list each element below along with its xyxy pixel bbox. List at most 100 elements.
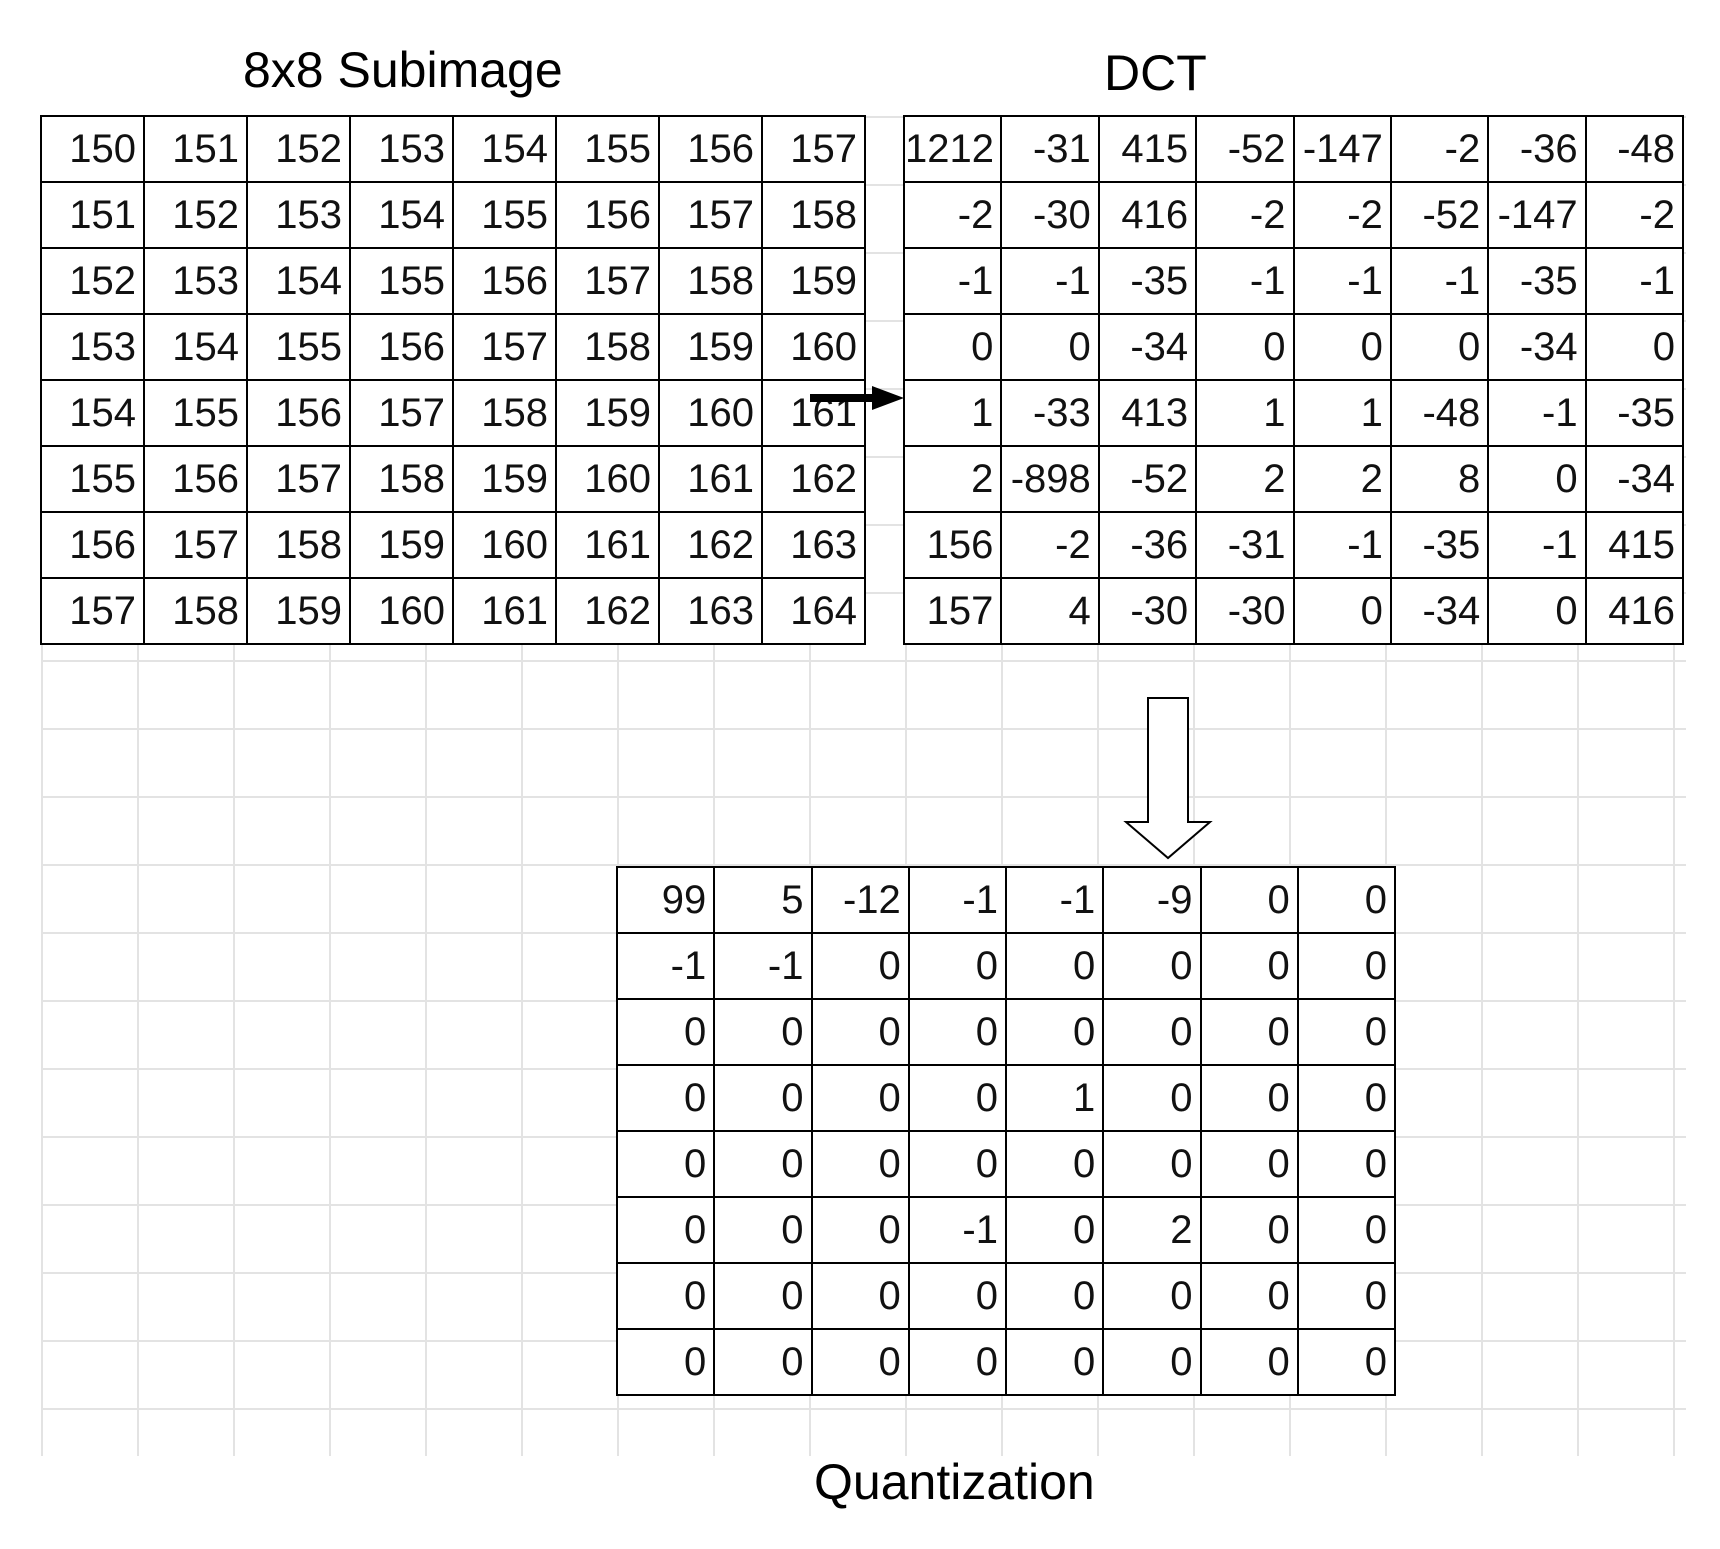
- matrix-cell: 0: [713, 998, 813, 1066]
- matrix-cell: -48: [1389, 379, 1490, 447]
- matrix-cell: 0: [1389, 313, 1490, 381]
- matrix-cell: -898: [1000, 445, 1100, 513]
- matrix-cell: 415: [1584, 511, 1685, 579]
- matrix-cell: -1: [1292, 247, 1392, 315]
- matrix-cell: -34: [1487, 313, 1587, 381]
- matrix-cell: 0: [1004, 1130, 1105, 1198]
- subimage-title: 8x8 Subimage: [243, 42, 563, 98]
- matrix-cell: 154: [246, 247, 351, 315]
- matrix-cell: 0: [1487, 445, 1587, 513]
- matrix-cell: -52: [1195, 115, 1295, 183]
- matrix-cell: 157: [246, 445, 351, 513]
- matrix-cell: 0: [1296, 866, 1397, 934]
- matrix-cell: 154: [143, 313, 248, 381]
- matrix-cell: 156: [902, 511, 1003, 579]
- matrix-row: -1-1-35-1-1-1-35-1: [902, 247, 1685, 315]
- matrix-cell: 2: [902, 445, 1003, 513]
- right-arrow-icon: [810, 386, 904, 410]
- matrix-cell: 159: [349, 511, 454, 579]
- matrix-cell: 0: [907, 932, 1008, 1000]
- matrix-cell: 0: [1195, 313, 1295, 381]
- matrix-cell: 0: [1102, 998, 1202, 1066]
- matrix-cell: -1: [1004, 866, 1105, 934]
- matrix-cell: 160: [349, 577, 454, 645]
- matrix-cell: -52: [1389, 181, 1490, 249]
- matrix-cell: 159: [452, 445, 557, 513]
- matrix-cell: 0: [1296, 932, 1397, 1000]
- matrix-cell: 2: [1292, 445, 1392, 513]
- matrix-cell: 160: [452, 511, 557, 579]
- matrix-cell: -1: [1584, 247, 1685, 315]
- matrix-cell: -31: [1000, 115, 1100, 183]
- matrix-cell: 162: [658, 511, 763, 579]
- matrix-cell: 1: [1292, 379, 1392, 447]
- matrix-cell: -2: [1195, 181, 1295, 249]
- matrix-cell: 153: [40, 313, 145, 381]
- matrix-cell: 153: [143, 247, 248, 315]
- matrix-cell: 0: [810, 932, 910, 1000]
- matrix-cell: 0: [615, 1064, 716, 1132]
- matrix-cell: -35: [1389, 511, 1490, 579]
- matrix-cell: 1: [902, 379, 1003, 447]
- matrix-cell: -147: [1487, 181, 1587, 249]
- matrix-cell: 0: [810, 1196, 910, 1264]
- matrix-cell: -34: [1584, 445, 1685, 513]
- matrix-cell: 161: [452, 577, 557, 645]
- matrix-cell: 157: [902, 577, 1003, 645]
- matrix-cell: 0: [713, 1328, 813, 1396]
- matrix-cell: 2: [1195, 445, 1295, 513]
- matrix-cell: 156: [452, 247, 557, 315]
- matrix-cell: -52: [1097, 445, 1198, 513]
- matrix-cell: -2: [1000, 511, 1100, 579]
- matrix-cell: 0: [1292, 577, 1392, 645]
- matrix-cell: 0: [615, 1196, 716, 1264]
- matrix-cell: 0: [1199, 998, 1299, 1066]
- matrix-cell: 0: [902, 313, 1003, 381]
- matrix-cell: 159: [761, 247, 866, 315]
- matrix-cell: 0: [1199, 1328, 1299, 1396]
- matrix-cell: -31: [1195, 511, 1295, 579]
- matrix-cell: 5: [713, 866, 813, 934]
- matrix-cell: 152: [246, 115, 351, 183]
- matrix-cell: -1: [713, 932, 813, 1000]
- matrix-cell: 0: [1004, 932, 1105, 1000]
- matrix-cell: 0: [615, 1262, 716, 1330]
- matrix-cell: 413: [1097, 379, 1198, 447]
- matrix-cell: -35: [1487, 247, 1587, 315]
- matrix-cell: 159: [658, 313, 763, 381]
- matrix-cell: 157: [658, 181, 763, 249]
- matrix-cell: 157: [761, 115, 866, 183]
- matrix-cell: 162: [761, 445, 866, 513]
- matrix-cell: 0: [1102, 1328, 1202, 1396]
- matrix-cell: -30: [1195, 577, 1295, 645]
- matrix-cell: -1: [907, 866, 1008, 934]
- matrix-cell: 0: [1296, 1064, 1397, 1132]
- matrix-cell: 162: [555, 577, 660, 645]
- matrix-cell: 0: [713, 1064, 813, 1132]
- matrix-cell: 155: [349, 247, 454, 315]
- matrix-cell: 0: [810, 1130, 910, 1198]
- quantization-title: Quantization: [814, 1454, 1095, 1510]
- matrix-cell: -1: [1487, 511, 1587, 579]
- matrix-cell: -1: [1292, 511, 1392, 579]
- matrix-cell: 4: [1000, 577, 1100, 645]
- matrix-cell: 156: [658, 115, 763, 183]
- matrix-cell: 0: [810, 1262, 910, 1330]
- matrix-cell: 158: [452, 379, 557, 447]
- matrix-cell: 0: [1004, 1262, 1105, 1330]
- matrix-cell: 156: [40, 511, 145, 579]
- matrix-cell: 0: [907, 998, 1008, 1066]
- matrix-cell: -1: [907, 1196, 1008, 1264]
- matrix-cell: 154: [40, 379, 145, 447]
